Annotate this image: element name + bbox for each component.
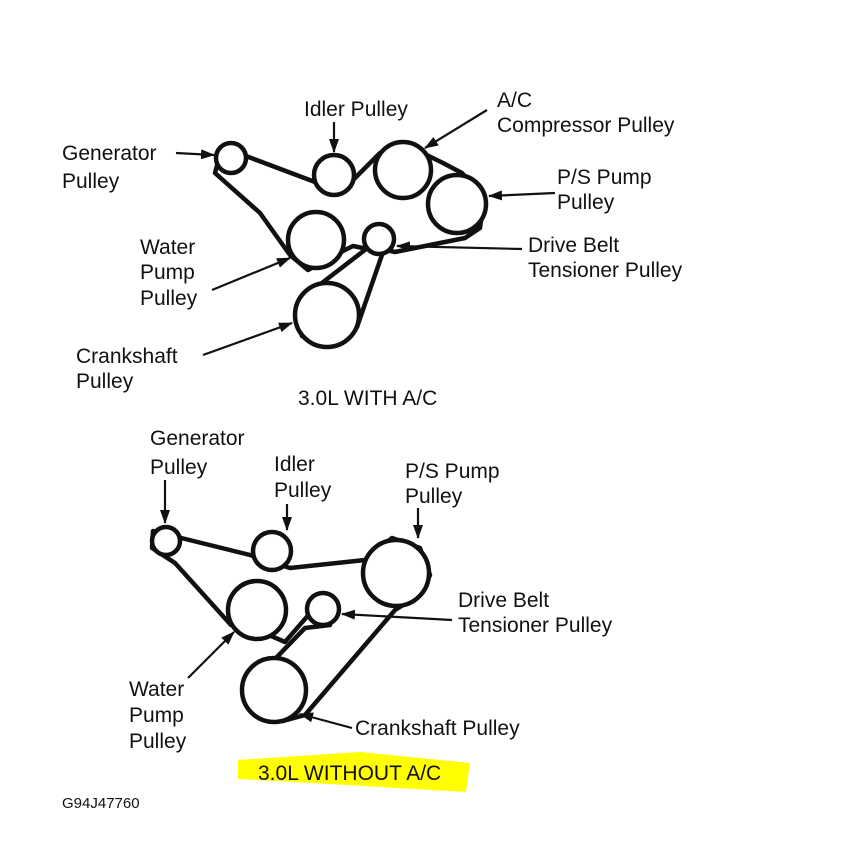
figure-code: G94J47760 bbox=[62, 795, 140, 812]
label-water-line1-bottom: Water bbox=[129, 678, 184, 701]
label-ps-line1-bottom: P/S Pump bbox=[405, 460, 500, 483]
arrow-crank-bottom bbox=[299, 712, 353, 730]
label-ps-line2-top: Pulley bbox=[557, 191, 615, 214]
arrow-water-top bbox=[211, 256, 291, 292]
arrow-crank-top bbox=[202, 321, 293, 357]
arrow-ps-top bbox=[488, 190, 556, 201]
tensioner-pulley-top bbox=[361, 221, 397, 257]
ps-pump-pulley-top bbox=[425, 172, 489, 236]
caption-highlight bbox=[238, 752, 470, 792]
idler-pulley-bottom bbox=[250, 529, 294, 573]
label-water-line2-top: Pump bbox=[140, 261, 195, 284]
label-generator-line1-top: Generator bbox=[62, 142, 157, 165]
label-generator-line2-bottom: Pulley bbox=[150, 456, 208, 479]
label-ps-line2-bottom: Pulley bbox=[405, 485, 463, 508]
arrow-tensioner-top bbox=[396, 241, 523, 252]
label-generator-line2-top: Pulley bbox=[62, 170, 120, 193]
label-ac-line1-top: A/C bbox=[497, 89, 532, 112]
label-water-line2-bottom: Pump bbox=[129, 704, 184, 727]
generator-pulley-bottom bbox=[149, 524, 183, 558]
label-idler-top: Idler Pulley bbox=[304, 98, 408, 121]
caption-without-ac: 3.0L WITHOUT A/C bbox=[258, 762, 441, 785]
tensioner-pulley-bottom bbox=[304, 590, 342, 628]
arrow-water-bottom bbox=[187, 631, 235, 679]
caption-with-ac: 3.0L WITH A/C bbox=[298, 387, 437, 410]
arrow-ac-top bbox=[424, 109, 488, 149]
arrow-generator-top bbox=[175, 149, 215, 160]
label-water-line3-top: Pulley bbox=[140, 287, 198, 310]
water-pump-pulley-top bbox=[285, 209, 347, 271]
ps-pump-pulley-bottom bbox=[360, 537, 432, 609]
label-tensioner-line1-top: Drive Belt bbox=[528, 234, 619, 257]
label-idler-line2-bottom: Pulley bbox=[274, 479, 332, 502]
water-pump-pulley-bottom bbox=[225, 578, 289, 642]
crankshaft-pulley-bottom bbox=[239, 655, 309, 725]
label-tensioner-line2-top: Tensioner Pulley bbox=[528, 259, 683, 282]
label-ps-line1-top: P/S Pump bbox=[557, 166, 652, 189]
diagram-with-ac: Idler Pulley A/C Compressor Pulley Gener… bbox=[62, 89, 683, 410]
label-water-line3-bottom: Pulley bbox=[129, 730, 187, 753]
label-tensioner-line1-bottom: Drive Belt bbox=[458, 589, 549, 612]
arrow-tensioner-bottom bbox=[341, 609, 453, 622]
idler-pulley-top bbox=[311, 152, 357, 198]
label-tensioner-line2-bottom: Tensioner Pulley bbox=[458, 614, 613, 637]
label-ac-line2-top: Compressor Pulley bbox=[497, 114, 675, 137]
generator-pulley-top bbox=[213, 140, 249, 176]
label-crank-line2-top: Pulley bbox=[76, 370, 134, 393]
label-crank-line1-top: Crankshaft bbox=[76, 345, 178, 368]
label-crank-bottom: Crankshaft Pulley bbox=[355, 717, 520, 740]
label-generator-line1-bottom: Generator bbox=[150, 427, 245, 450]
crankshaft-pulley-top bbox=[292, 280, 362, 350]
ac-compressor-pulley-top bbox=[372, 139, 434, 201]
label-water-line1-top: Water bbox=[140, 236, 195, 259]
diagram-without-ac: Generator Pulley Idler Pulley P/S Pump P… bbox=[129, 427, 613, 792]
label-idler-line1-bottom: Idler bbox=[274, 453, 315, 476]
